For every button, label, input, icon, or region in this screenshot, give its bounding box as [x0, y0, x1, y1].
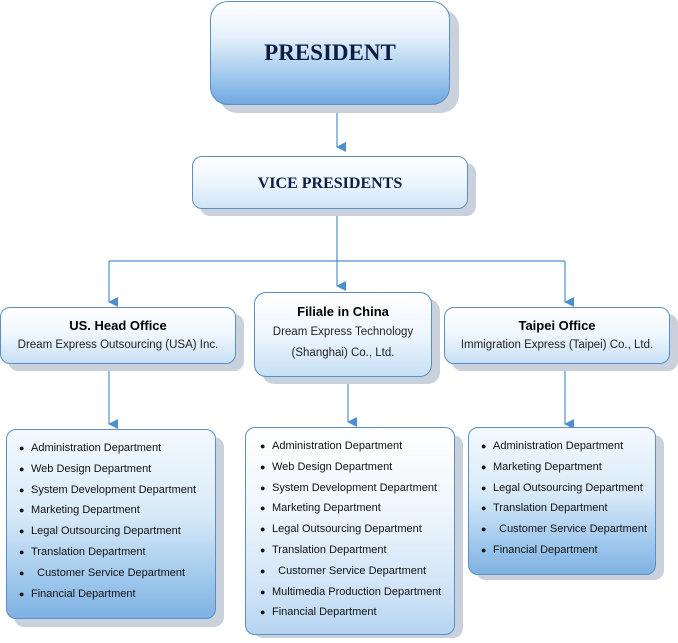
list-item: ●Web Design Department [260, 457, 441, 478]
list-item: ●Financial Department [260, 602, 441, 623]
bullet-icon: ● [19, 484, 25, 495]
list-item: ●Marketing Department [19, 500, 196, 521]
bullet-icon: ● [260, 586, 266, 597]
list-item: ●Legal Outsourcing Department [481, 478, 647, 499]
taipei-office-box: Taipei Office Immigration Express (Taipe… [444, 307, 670, 364]
list-item: ●Marketing Department [481, 457, 647, 478]
list-item: ● Customer Service Department [260, 561, 441, 582]
bullet-icon: ● [481, 461, 487, 472]
vice-presidents-title: VICE PRESIDENTS [257, 175, 403, 192]
china-office-title: Filiale in China [297, 304, 389, 319]
list-item: ●Translation Department [260, 540, 441, 561]
bullet-icon: ● [19, 443, 25, 453]
bullet-icon: ● [260, 482, 266, 493]
president-title: PRESIDENT [264, 40, 396, 65]
bullet-icon: ● [19, 463, 25, 474]
list-item: ●System Development Department [19, 480, 196, 501]
bullet-icon: ● [481, 503, 487, 514]
bullet-icon: ● [260, 565, 266, 576]
bullet-icon: ● [19, 567, 25, 578]
list-item: ●System Development Department [260, 478, 441, 499]
list-item: ●Multimedia Production Department [260, 582, 441, 603]
bullet-icon: ● [260, 544, 266, 555]
us-office-title: US. Head Office [69, 318, 167, 333]
bullet-icon: ● [19, 505, 25, 516]
taipei-office-subtitle: Immigration Express (Taipei) Co., Ltd. [460, 339, 654, 351]
list-item: ●Marketing Department [260, 498, 441, 519]
taipei-office-title: Taipei Office [518, 318, 596, 333]
bullet-icon: ● [19, 526, 25, 537]
bullet-icon: ● [260, 503, 266, 514]
taipei-department-list: ●Administration Department ●Marketing De… [481, 436, 647, 561]
list-item: ●Legal Outsourcing Department [260, 519, 441, 540]
china-departments-box: ●Administration Department ●Web Design D… [245, 427, 455, 635]
list-item: ●Administration Department [19, 438, 196, 459]
china-office-box: Filiale in China Dream Express Technolog… [254, 292, 432, 377]
vice-presidents-box: VICE PRESIDENTS [192, 156, 468, 209]
taipei-departments-box: ●Administration Department ●Marketing De… [468, 427, 656, 575]
president-box: PRESIDENT [210, 1, 450, 105]
list-item: ● Customer Service Department [481, 519, 647, 540]
list-item: ●Financial Department [19, 584, 196, 605]
us-head-office-box: US. Head Office Dream Express Outsourcin… [0, 307, 236, 364]
bullet-icon: ● [481, 524, 487, 535]
list-item: ●Administration Department [260, 436, 441, 457]
bullet-icon: ● [481, 441, 487, 451]
us-department-list: ●Administration Department ●Web Design D… [19, 438, 196, 604]
china-department-list: ●Administration Department ●Web Design D… [260, 436, 441, 623]
bullet-icon: ● [260, 524, 266, 535]
us-departments-box: ●Administration Department ●Web Design D… [6, 429, 216, 619]
bullet-icon: ● [260, 607, 266, 618]
bullet-icon: ● [19, 546, 25, 557]
bullet-icon: ● [481, 482, 487, 493]
list-item: ●Legal Outsourcing Department [19, 521, 196, 542]
bullet-icon: ● [481, 544, 487, 555]
list-item: ●Administration Department [481, 436, 647, 457]
list-item: ●Financial Department [481, 540, 647, 561]
list-item: ●Translation Department [19, 542, 196, 563]
china-office-subtitle-line-1: Dream Express Technology [272, 326, 414, 338]
list-item: ●Web Design Department [19, 459, 196, 480]
list-item: ●Translation Department [481, 498, 647, 519]
list-item: ● Customer Service Department [19, 563, 196, 584]
bullet-icon: ● [260, 441, 266, 451]
china-office-subtitle-line-2: (Shanghai) Co., Ltd. [291, 347, 395, 359]
bullet-icon: ● [19, 588, 25, 599]
us-office-subtitle: Dream Express Outsourcing (USA) Inc. [17, 339, 219, 351]
bullet-icon: ● [260, 461, 266, 472]
